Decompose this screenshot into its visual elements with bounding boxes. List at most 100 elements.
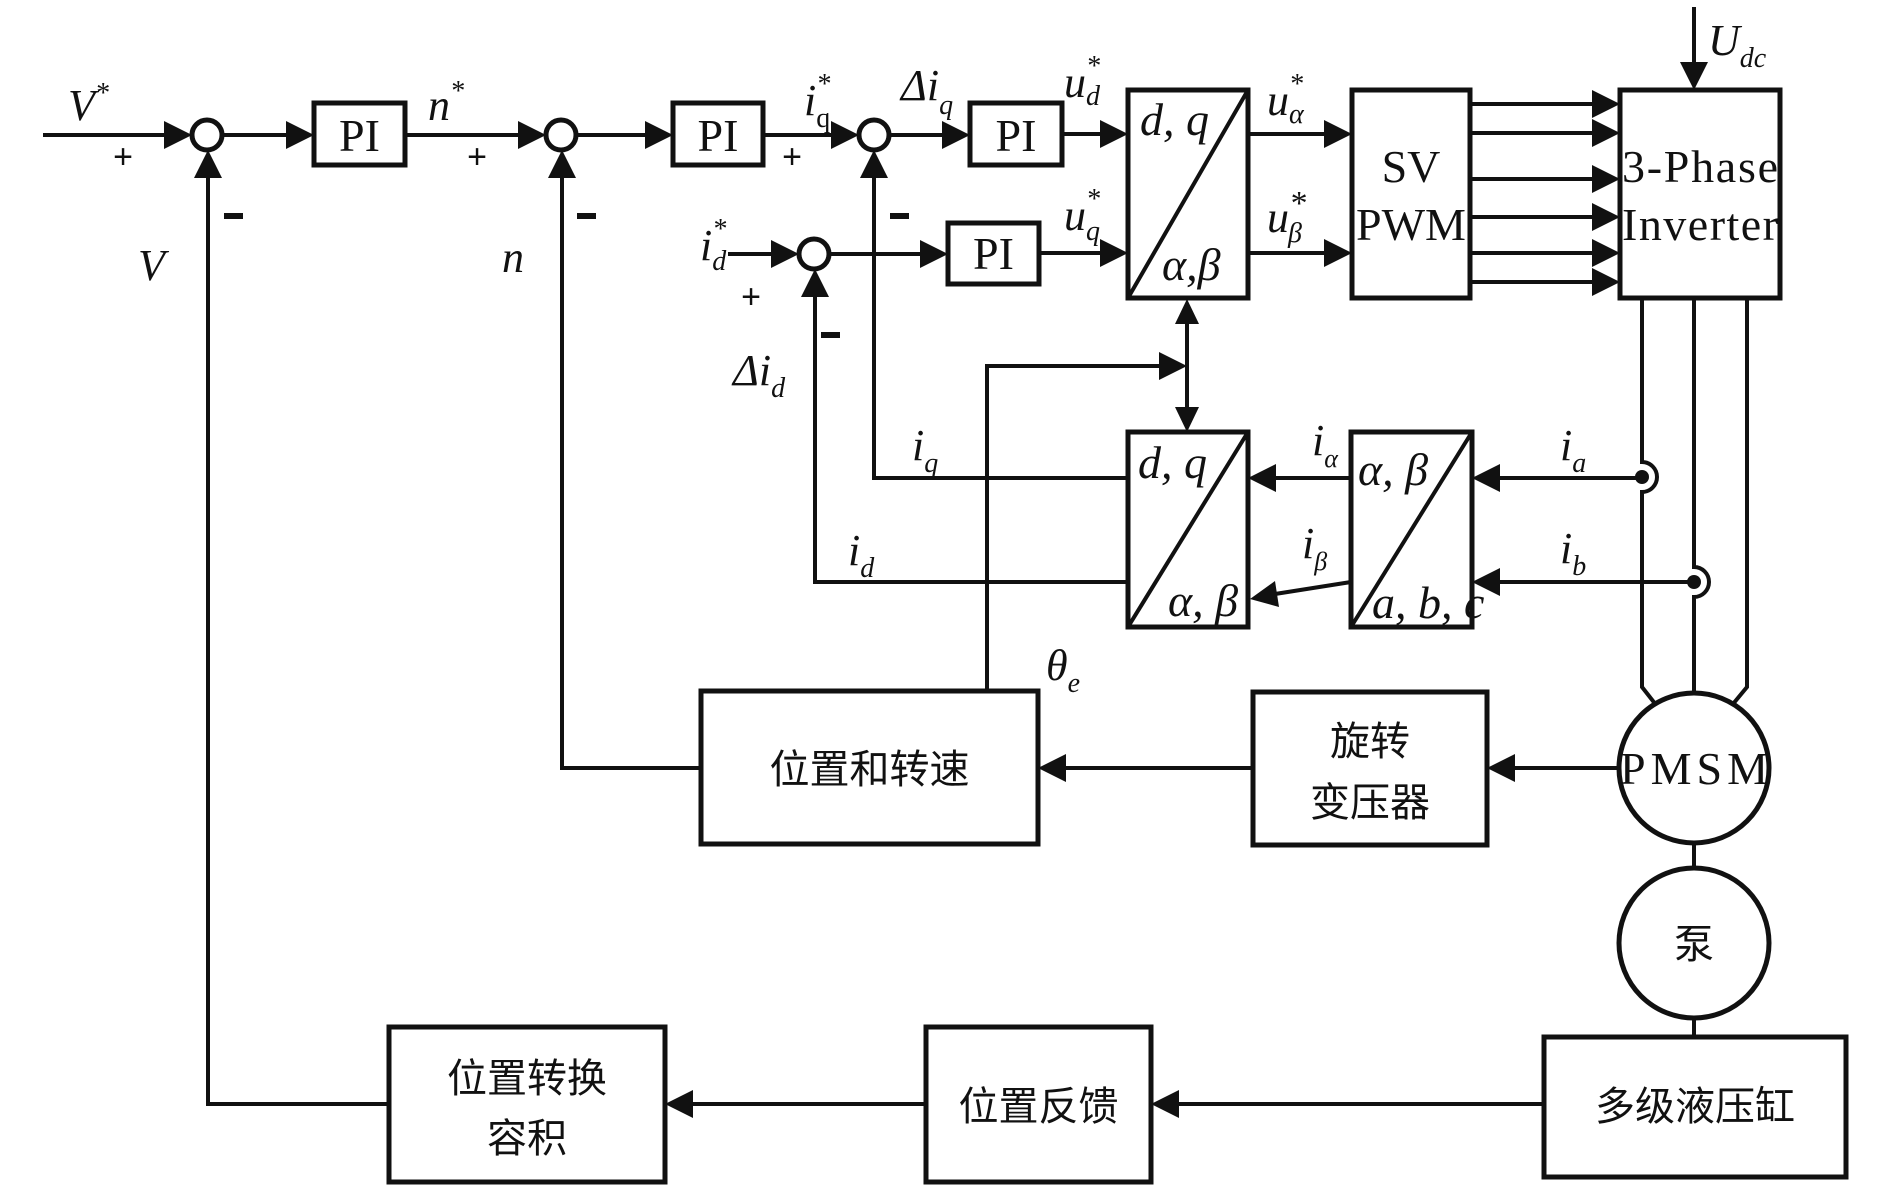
label-id-ref: i*d xyxy=(700,214,727,277)
label-ib: ib xyxy=(1560,524,1586,582)
park-divider xyxy=(1126,430,1250,629)
ubeta-arrow xyxy=(1324,239,1352,267)
pwm-arrow xyxy=(1592,268,1620,296)
label-delta-id: Δid xyxy=(731,346,786,404)
uqref-arrow xyxy=(1100,239,1128,267)
n-feedback-line xyxy=(560,175,701,770)
pi-label: PI xyxy=(973,228,1014,279)
udref-arrow xyxy=(1100,120,1128,148)
inverter-label-2: Inverter xyxy=(1622,199,1778,250)
hydraulic-cylinder-block xyxy=(1541,1034,1849,1180)
iqref-arrow xyxy=(831,121,859,149)
cylinder-to-feedback-arrow xyxy=(1151,1090,1179,1118)
pwm-arrow xyxy=(1592,119,1620,147)
pi-label: PI xyxy=(698,110,739,161)
pmsm-to-resolver-arrow xyxy=(1487,754,1515,782)
pi-block-speed xyxy=(670,100,766,168)
position-conversion-label-2: 容积 xyxy=(487,1116,567,1162)
phase-c-line xyxy=(1726,298,1749,712)
label-v-ref: V* xyxy=(68,78,109,130)
ib-arrow xyxy=(1472,568,1500,596)
ualpha-arrow xyxy=(1324,120,1352,148)
signal-labels: V* V n* n i*q Δiq u*d i*d Δid u*q u*α u*… xyxy=(68,16,1767,699)
phase-a-line xyxy=(1640,298,1662,712)
label-theta-e: θe xyxy=(1046,641,1080,699)
ialpha-arrow xyxy=(1248,464,1276,492)
label-v-fb: V xyxy=(138,241,170,290)
park-top-label: d, q xyxy=(1138,437,1207,488)
minus-sign xyxy=(224,213,243,219)
theta-e-arrow xyxy=(1159,352,1187,380)
sum-junction-position xyxy=(189,117,225,153)
sum-signs: + + + + xyxy=(113,138,909,338)
label-n-fb: n xyxy=(502,233,524,282)
phase-b-line xyxy=(1692,298,1711,693)
theta-up-arrow xyxy=(1175,299,1199,324)
arrow-pi3 xyxy=(942,121,970,149)
n-feedback-arrow xyxy=(548,150,576,178)
id-feedback-line xyxy=(813,295,1128,584)
three-phase-lines xyxy=(1635,298,1749,712)
inverter-label-1: 3-Phase xyxy=(1622,141,1778,192)
label-ia: ia xyxy=(1560,421,1586,479)
svpwm-block xyxy=(1349,87,1473,301)
udc-arrow xyxy=(1680,62,1708,90)
label-delta-iq: Δiq xyxy=(899,61,953,121)
pi-block-id xyxy=(945,220,1042,287)
label-ibeta: iβ xyxy=(1302,519,1327,576)
position-feedback-label: 位置反馈 xyxy=(959,1084,1119,1130)
inverse-park-top-label: d, q xyxy=(1140,94,1209,145)
resolver-to-pos-arrow xyxy=(1038,754,1066,782)
label-ud-ref: u*d xyxy=(1064,51,1101,112)
label-uq-ref: u*q xyxy=(1064,184,1100,247)
hydraulic-cylinder-label: 多级液压缸 xyxy=(1595,1084,1795,1130)
ibeta-arrow xyxy=(1250,581,1279,607)
pump-label: 泵 xyxy=(1674,922,1714,968)
pwm-signal-lines xyxy=(1470,90,1620,296)
arrow-pi4 xyxy=(920,240,948,268)
minus-sign xyxy=(890,213,909,219)
plus-sign: + xyxy=(741,278,761,316)
svpwm-label-2: PWM xyxy=(1356,199,1466,250)
inverse-park-bottom-label: α,β xyxy=(1162,239,1221,290)
sum-junction-speed xyxy=(543,117,579,153)
resolver-label-1: 旋转 xyxy=(1330,719,1410,765)
plus-sign: + xyxy=(113,138,133,176)
label-ubeta-ref: u*β xyxy=(1267,185,1306,249)
label-ualpha-ref: u*α xyxy=(1267,69,1305,130)
resolver-label-2: 变压器 xyxy=(1310,780,1430,826)
pwm-arrow xyxy=(1592,239,1620,267)
label-ialpha: iα xyxy=(1312,416,1339,473)
iq-feedback-line xyxy=(872,175,1128,480)
plus-sign: + xyxy=(467,138,487,176)
nref-arrow xyxy=(518,121,546,149)
arrow-pi1 xyxy=(286,121,314,149)
clarke-divider xyxy=(1349,430,1474,629)
pwm-arrow xyxy=(1592,203,1620,231)
minus-sign xyxy=(821,332,840,338)
clarke-top-label: α, β xyxy=(1358,444,1428,495)
id-feedback-arrow xyxy=(801,269,829,297)
clarke-bottom-label: a, b, c xyxy=(1372,577,1484,628)
ibeta-line xyxy=(1274,580,1352,596)
label-udc: Udc xyxy=(1708,16,1767,74)
plus-sign: + xyxy=(782,138,802,176)
label-n-ref: n* xyxy=(428,76,464,130)
resolver-block xyxy=(1250,689,1490,848)
theta-down-arrow xyxy=(1175,407,1199,432)
label-iq-ref: i*q xyxy=(804,69,830,134)
sum-junction-id xyxy=(796,236,832,272)
position-conversion-block xyxy=(386,1024,668,1185)
position-speed-label: 位置和转速 xyxy=(770,747,970,793)
position-conversion-label-1: 位置转换 xyxy=(447,1056,607,1102)
inverse-park-divider xyxy=(1126,89,1250,299)
pi-label: PI xyxy=(996,110,1037,161)
arrow-pi2 xyxy=(645,121,673,149)
v-feedback-line xyxy=(206,175,389,1106)
iq-feedback-arrow xyxy=(860,150,888,178)
inverter-block xyxy=(1617,87,1783,301)
pwm-arrow xyxy=(1592,165,1620,193)
vref-arrow xyxy=(164,121,192,149)
sum-junction-iq xyxy=(856,117,892,153)
